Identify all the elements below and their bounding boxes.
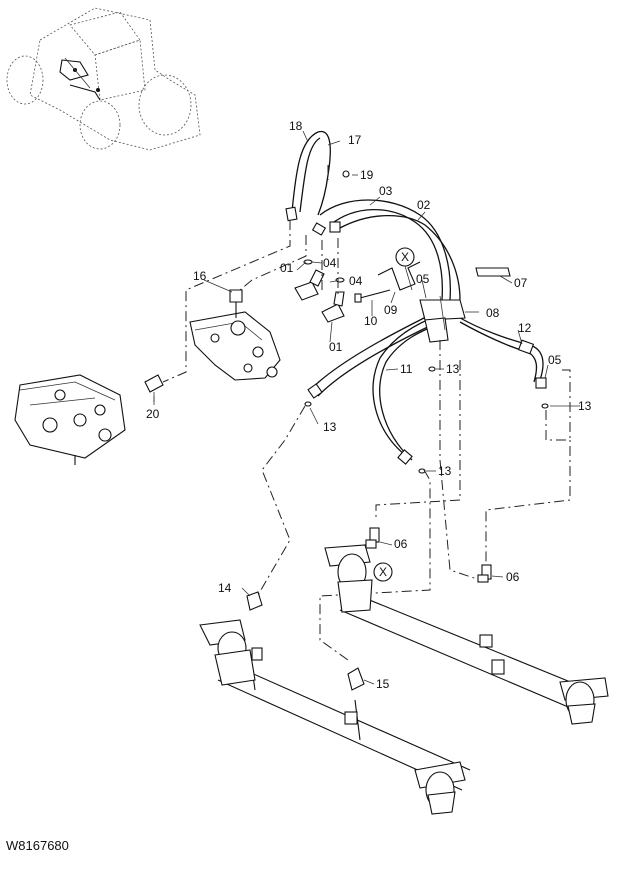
fitting-16 bbox=[229, 289, 243, 318]
callout-18: 18 bbox=[289, 119, 303, 133]
connection-marker-x-top: X bbox=[395, 247, 415, 291]
callout-04-lower: 04 bbox=[349, 274, 363, 288]
callout-13-b: 13 bbox=[578, 399, 592, 413]
fitting-15 bbox=[347, 667, 365, 691]
callout-01-upper: 01 bbox=[280, 261, 294, 275]
control-valve-block bbox=[14, 374, 126, 465]
fitting-06-right bbox=[477, 564, 492, 583]
callout-labels: 18 17 19 03 02 16 01 04 04 01 07 05 09 1… bbox=[146, 119, 592, 691]
fitting-06-left bbox=[365, 527, 380, 549]
valve-assembly bbox=[189, 311, 281, 381]
callout-17: 17 bbox=[348, 133, 362, 147]
callout-05-lower: 05 bbox=[548, 353, 562, 367]
tractor-overview-illustration bbox=[6, 7, 201, 151]
fitting-14 bbox=[246, 591, 263, 611]
callout-19: 19 bbox=[360, 168, 374, 182]
callout-14: 14 bbox=[218, 581, 232, 595]
callout-15: 15 bbox=[376, 677, 390, 691]
steering-cylinder-rear bbox=[324, 544, 609, 725]
callout-09: 09 bbox=[384, 303, 398, 317]
callout-02: 02 bbox=[417, 198, 431, 212]
callout-08: 08 bbox=[486, 306, 500, 320]
callout-07: 07 bbox=[514, 276, 528, 290]
bracket-09 bbox=[377, 261, 421, 291]
callout-13-d: 13 bbox=[438, 464, 452, 478]
callout-04-upper: 04 bbox=[323, 256, 337, 270]
routing-lines bbox=[162, 165, 571, 661]
callout-13-c: 13 bbox=[323, 420, 337, 434]
drawing-code: W8167680 bbox=[6, 838, 69, 853]
callout-16: 16 bbox=[193, 269, 207, 283]
callout-12: 12 bbox=[518, 321, 532, 335]
callout-01-lower: 01 bbox=[329, 340, 343, 354]
callout-11: 11 bbox=[400, 362, 413, 376]
elbow-01-lower bbox=[321, 291, 345, 323]
clamp-08 bbox=[419, 295, 466, 343]
callout-05-upper: 05 bbox=[416, 272, 430, 286]
marker-x-top-label: X bbox=[401, 250, 409, 264]
callout-10: 10 bbox=[364, 314, 378, 328]
callout-13-a: 13 bbox=[446, 362, 460, 376]
callout-06-right: 06 bbox=[506, 570, 520, 584]
bolt-10 bbox=[354, 289, 391, 303]
hose-fittings bbox=[285, 206, 547, 465]
hoses bbox=[291, 131, 544, 461]
steering-cylinder-front bbox=[199, 619, 471, 815]
connection-marker-x-bottom: X bbox=[373, 562, 393, 582]
callout-03: 03 bbox=[379, 184, 393, 198]
callout-20: 20 bbox=[146, 407, 160, 421]
leader-lines bbox=[153, 130, 580, 685]
pad-07 bbox=[475, 267, 511, 277]
marker-x-bottom-label: X bbox=[379, 565, 387, 579]
callout-06-left: 06 bbox=[394, 537, 408, 551]
elbow-01-upper bbox=[294, 269, 325, 301]
